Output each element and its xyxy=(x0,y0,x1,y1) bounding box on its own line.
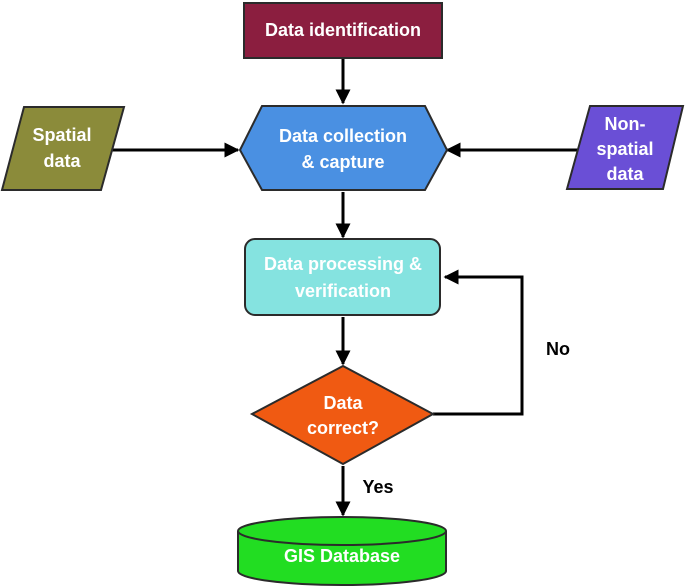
node-data-processing: Data processing & verification xyxy=(244,238,441,316)
gis-database-cylinder-top xyxy=(237,516,447,546)
arrow-no-loop-back xyxy=(433,269,524,416)
data-correct-label-line2: correct? xyxy=(307,418,379,438)
data-identification-label: Data identification xyxy=(265,20,421,40)
connectors xyxy=(112,59,578,517)
non-spatial-data-label-line2: spatial xyxy=(596,139,653,159)
data-collection-hexagon xyxy=(238,105,449,191)
edge-label-yes: Yes xyxy=(362,477,393,497)
spatial-data-label-line1: Spatial xyxy=(32,125,91,145)
data-processing-label-line2: verification xyxy=(295,281,391,301)
node-non-spatial-data: Non- spatial data xyxy=(565,105,685,190)
edge-label-no: No xyxy=(546,339,570,359)
spatial-data-parallelogram xyxy=(0,106,126,191)
node-gis-database: GIS Database xyxy=(237,516,447,586)
node-data-collection: Data collection & capture xyxy=(238,105,449,191)
spatial-data-label-line2: data xyxy=(43,151,81,171)
node-spatial-data: Spatial data xyxy=(0,106,126,191)
non-spatial-data-label-line3: data xyxy=(606,164,644,184)
data-correct-diamond xyxy=(249,364,436,466)
gis-database-cylinder-body xyxy=(237,531,447,586)
data-collection-label-line2: & capture xyxy=(301,152,384,172)
non-spatial-data-label-line1: Non- xyxy=(605,114,646,134)
gis-database-label: GIS Database xyxy=(284,546,400,566)
node-data-correct: Data correct? xyxy=(249,364,436,466)
data-collection-label-line1: Data collection xyxy=(279,126,407,146)
data-correct-label-line1: Data xyxy=(323,393,363,413)
data-processing-label-line1: Data processing & xyxy=(264,254,422,274)
data-processing-box xyxy=(244,238,441,316)
data-identification-box xyxy=(243,2,443,59)
node-data-identification: Data identification xyxy=(243,2,443,59)
non-spatial-data-parallelogram xyxy=(565,105,685,190)
